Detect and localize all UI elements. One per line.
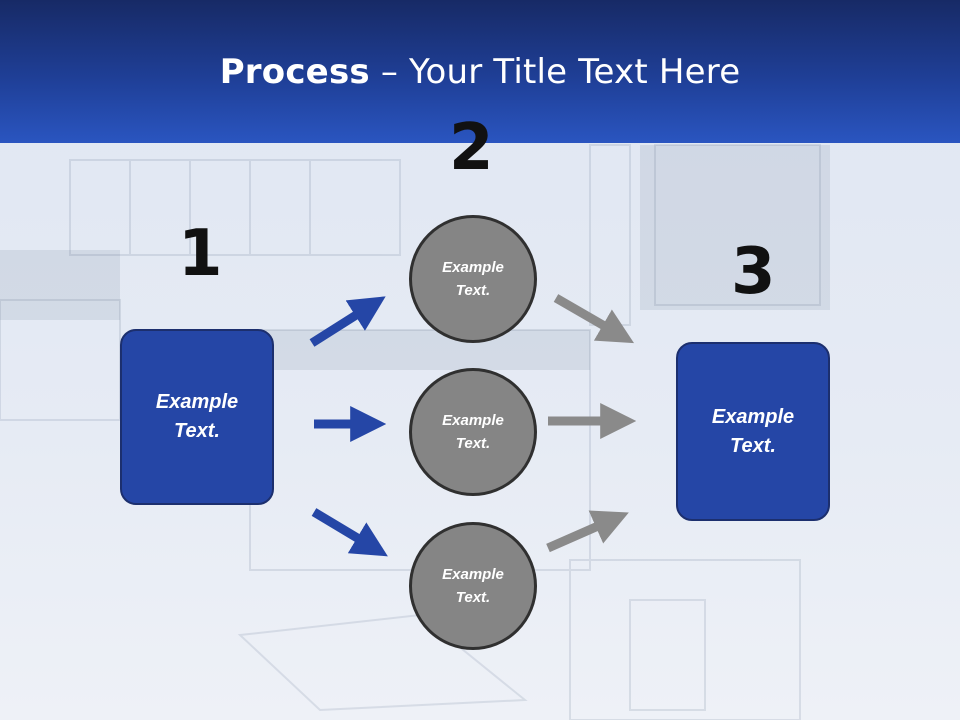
slide-title: Process – Your Title Text Here: [0, 52, 960, 92]
arrow-up-right-icon: [309, 296, 386, 347]
arrow-up-right-icon: [546, 510, 629, 553]
process-circle-bottom[interactable]: Example Text.: [409, 522, 537, 650]
title-bar: Process – Your Title Text Here: [0, 0, 960, 143]
process-circle-top-text: Example Text.: [442, 259, 504, 299]
title-bold-text: Process: [219, 52, 370, 92]
process-circle-bottom-text: Example Text.: [442, 566, 504, 606]
process-circle-middle[interactable]: Example Text.: [409, 368, 537, 496]
process-box-right[interactable]: Example Text.: [676, 342, 830, 521]
process-circle-top[interactable]: Example Text.: [409, 215, 537, 343]
arrow-down-right-icon: [311, 508, 388, 557]
process-box-left[interactable]: Example Text.: [120, 329, 274, 505]
step-number-3: 3: [731, 235, 776, 309]
step-number-1: 1: [178, 217, 223, 291]
process-box-left-text: Example Text.: [155, 391, 239, 442]
process-circle-middle-text: Example Text.: [442, 412, 504, 452]
step-number-2: 2: [449, 111, 494, 185]
process-box-right-text: Example Text.: [711, 405, 795, 457]
title-rest-text: – Your Title Text Here: [369, 52, 741, 92]
arrow-down-right-icon: [553, 294, 635, 344]
